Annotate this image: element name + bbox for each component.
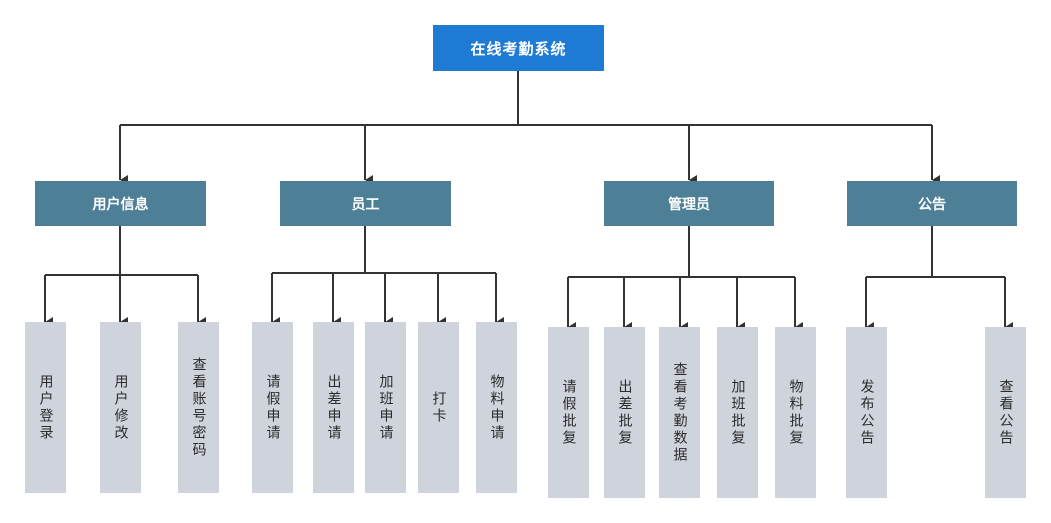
category-label: 员工	[351, 196, 380, 213]
leaf-node: 查看考勤数据	[659, 327, 700, 498]
category-announcement: 公告	[847, 181, 1017, 226]
category-user-info: 用户信息	[35, 181, 206, 226]
leaf-label: 物料申请	[488, 373, 505, 442]
leaf-label: 查看考勤数据	[671, 361, 688, 464]
leaf-label: 请假批复	[560, 378, 577, 447]
leaf-node: 加班批复	[717, 327, 758, 498]
category-label: 公告	[918, 196, 946, 213]
category-label: 用户信息	[92, 196, 149, 213]
leaf-node: 出差批复	[604, 327, 645, 498]
leaf-label: 打卡	[430, 390, 447, 425]
leaf-node: 打卡	[418, 322, 459, 493]
leaf-node: 用户登录	[25, 322, 66, 493]
leaf-node: 出差申请	[313, 322, 354, 493]
leaf-label: 查看账号密码	[190, 356, 207, 459]
leaf-label: 请假申请	[264, 373, 281, 442]
root-node: 在线考勤系统	[433, 25, 604, 71]
leaf-node: 请假申请	[252, 322, 293, 493]
leaf-node: 查看公告	[985, 327, 1026, 498]
leaf-label: 查看公告	[997, 378, 1014, 447]
leaf-node: 发布公告	[846, 327, 887, 498]
root-node-label: 在线考勤系统	[470, 39, 567, 58]
leaf-node: 查看账号密码	[178, 322, 219, 493]
leaf-node: 请假批复	[548, 327, 589, 498]
leaf-node: 用户修改	[100, 322, 141, 493]
leaf-node: 加班申请	[365, 322, 406, 493]
leaf-label: 出差申请	[325, 373, 342, 442]
leaf-label: 用户修改	[112, 373, 129, 442]
leaf-label: 发布公告	[858, 378, 875, 447]
leaf-label: 出差批复	[616, 378, 633, 447]
leaf-label: 加班申请	[377, 373, 394, 442]
leaf-label: 用户登录	[37, 373, 54, 442]
leaf-label: 加班批复	[729, 378, 746, 447]
category-label: 管理员	[668, 196, 710, 213]
category-employee: 员工	[280, 181, 451, 226]
leaf-node: 物料批复	[775, 327, 816, 498]
leaf-node: 物料申请	[476, 322, 517, 493]
category-admin: 管理员	[604, 181, 774, 226]
leaf-label: 物料批复	[787, 378, 804, 447]
